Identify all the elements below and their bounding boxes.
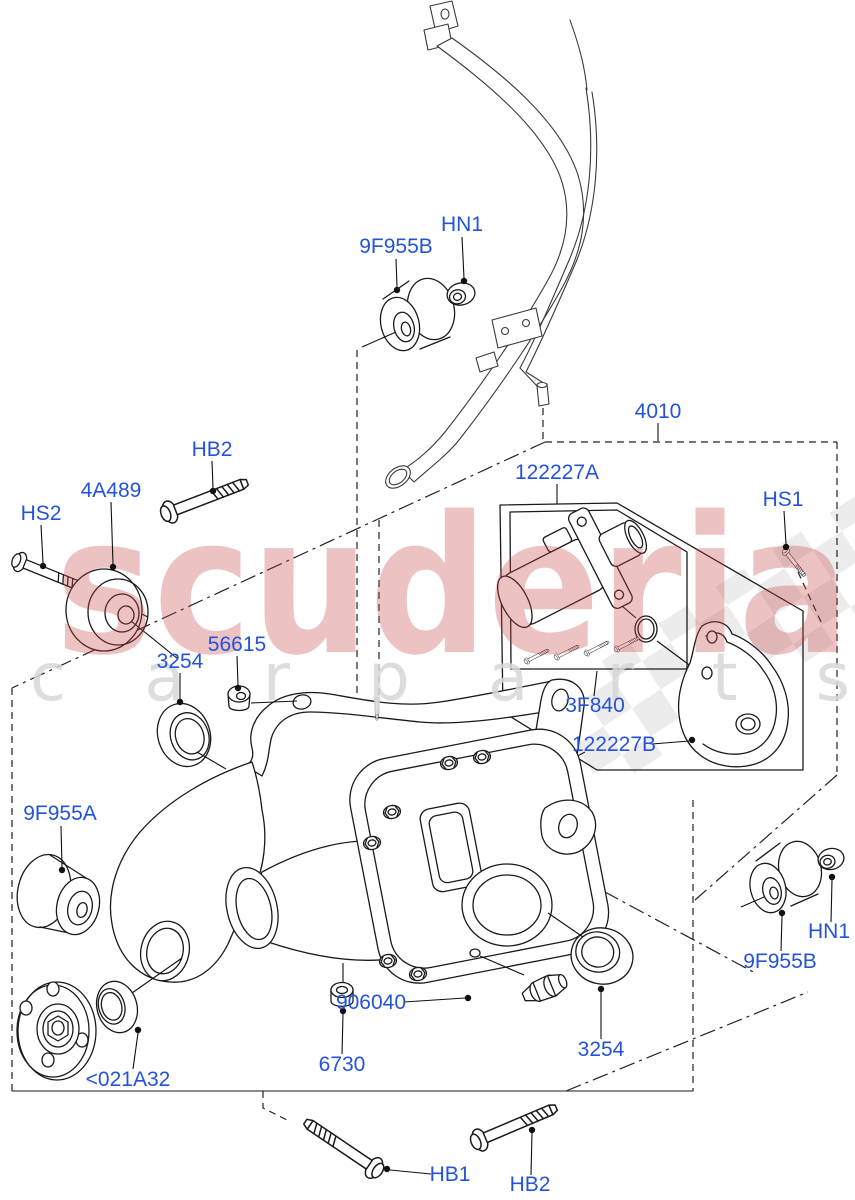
part-label-hb2-bottom[interactable]: HB2 — [510, 1173, 551, 1196]
leader-line-hn1-right — [830, 879, 833, 923]
leader-dot-hn1-right — [828, 873, 836, 881]
leader-line-4a489 — [110, 501, 114, 565]
plug-6730-drawing — [330, 963, 354, 1007]
leader-dot-122227b — [688, 736, 696, 744]
sensor-906040-drawing — [521, 973, 568, 1002]
part-label-hs1[interactable]: HS1 — [763, 488, 804, 511]
seal-021a32-drawing — [95, 980, 139, 1034]
leader-line-3f840 — [593, 670, 598, 697]
part-label-hn1-right[interactable]: HN1 — [808, 920, 850, 943]
part-label-4a489[interactable]: 4A489 — [81, 479, 142, 502]
part-label-3f840[interactable]: 3F840 — [565, 694, 625, 717]
part-label-hb2-top[interactable]: HB2 — [192, 438, 233, 461]
seal-3254-right-drawing — [570, 927, 634, 985]
leader-dot-9f955b-top — [393, 286, 401, 294]
part-labels: 9F955BHN14010122227AHS1HB24A489HS2325456… — [21, 213, 850, 1196]
leader-dot-hn1-top — [460, 277, 468, 285]
leader-dot-906040 — [464, 994, 472, 1002]
watermark-title: scuderia — [55, 476, 850, 697]
seal-021a32-axis — [131, 957, 183, 994]
construction-lines — [11, 350, 838, 1121]
checkered-flag-watermark — [544, 469, 855, 792]
leader-line-56615 — [236, 655, 239, 686]
drive-flange-drawing — [16, 981, 97, 1081]
part-label-122227a[interactable]: 122227A — [515, 461, 599, 484]
leader-line-9f955a — [60, 825, 63, 868]
bushing-9f955b-right-drawing — [740, 840, 823, 914]
part-label-hs2[interactable]: HS2 — [21, 502, 62, 525]
part-label-9f955b-right[interactable]: 9F955B — [743, 950, 817, 973]
bushing-9f955a-drawing — [16, 853, 101, 936]
seal-3254-left-drawing — [156, 702, 212, 768]
watermark: scuderia carparts — [30, 476, 850, 716]
seal-3254-right-axis — [547, 912, 584, 938]
part-label-021a32[interactable]: <021A32 — [86, 1068, 171, 1091]
part-label-56615[interactable]: 56615 — [208, 633, 266, 656]
leader-dot-hs1 — [782, 543, 790, 551]
leader-line-906040 — [403, 997, 466, 1003]
leader-dot-hb1 — [383, 1165, 391, 1173]
leader-dot-9f955a — [58, 866, 66, 874]
part-label-122227b[interactable]: 122227B — [572, 733, 656, 756]
leader-line-021a32 — [132, 1032, 139, 1070]
leader-line-hb1 — [389, 1169, 432, 1175]
pipe-assembly-drawing — [385, 0, 598, 489]
part-label-3254-left[interactable]: 3254 — [157, 650, 204, 673]
sensor-906040-axis — [479, 955, 525, 976]
leader-line-hs2 — [40, 524, 44, 564]
leader-line-hb2-top — [211, 460, 214, 489]
part-label-4010[interactable]: 4010 — [635, 400, 682, 423]
o-ring — [634, 615, 658, 643]
leader-line-122227b — [651, 740, 690, 745]
leader-dot-3254-left — [176, 698, 184, 706]
leader-dot-4a489 — [109, 563, 117, 571]
leader-line-hn1-top — [461, 236, 465, 279]
leader-line-9f955b-right — [780, 915, 783, 952]
leader-line-6730 — [341, 1013, 344, 1055]
part-label-9f955b-top[interactable]: 9F955B — [359, 235, 433, 258]
differential-housing-drawing — [109, 678, 610, 984]
leader-dot-hb2-bottom — [528, 1126, 536, 1134]
bushing-9f955b-top-drawing — [361, 277, 456, 352]
leader-dot-3254-right — [597, 985, 605, 993]
part-label-6730[interactable]: 6730 — [319, 1053, 366, 1076]
part-label-906040[interactable]: 906040 — [336, 991, 406, 1014]
seal-3254-left-axis — [196, 751, 227, 770]
diff-locking-motor-drawing — [497, 507, 693, 668]
leader-line-hb2-bottom — [530, 1132, 533, 1176]
leader-dot-6730 — [339, 1007, 347, 1015]
leader-line-hs1 — [783, 510, 787, 545]
nut-hn1-right-drawing — [817, 847, 845, 871]
mount-4a489-drawing — [65, 568, 179, 660]
nut-hn1-top-drawing — [446, 282, 476, 306]
leader-dot-hb2-top — [209, 487, 217, 495]
part-label-hb1[interactable]: HB1 — [430, 1163, 471, 1186]
part-label-hn1-top[interactable]: HN1 — [441, 213, 483, 236]
leader-dot-56615 — [234, 684, 242, 692]
motor-cover-drawing — [677, 621, 790, 768]
leader-line-9f955b-top — [395, 258, 398, 288]
leader-dot-hs2 — [39, 562, 47, 570]
part-label-3254-right[interactable]: 3254 — [578, 1038, 625, 1061]
leader-dot-9f955b-right — [778, 909, 786, 917]
part-label-9f955a[interactable]: 9F955A — [23, 802, 97, 825]
leader-dot-021a32 — [134, 1026, 142, 1034]
